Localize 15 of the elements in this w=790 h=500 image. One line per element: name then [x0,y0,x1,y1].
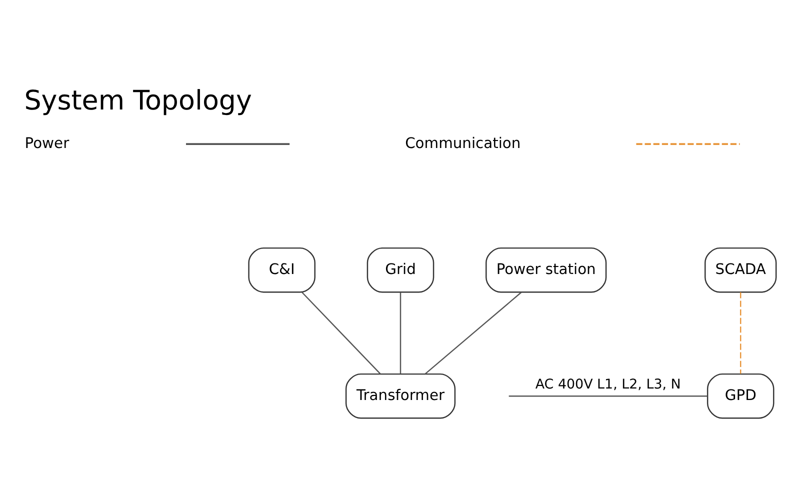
node-box: GPD [706,372,774,418]
node-box: SCADA [704,246,777,292]
connector [302,291,381,374]
node-box: Power station [486,246,607,292]
edge-label: AC 400V L1, L2, L3, N [535,377,681,392]
connector [400,292,402,374]
legend-label: Power [24,134,70,152]
node-box: C&I [248,246,316,292]
connector [740,292,742,374]
legend-label: Communication [405,134,521,152]
node-box: Grid [366,246,434,292]
connector [508,394,708,396]
node-box: Transformer [345,372,456,418]
diagram-title: System Topology [24,84,252,116]
connector [424,291,522,374]
